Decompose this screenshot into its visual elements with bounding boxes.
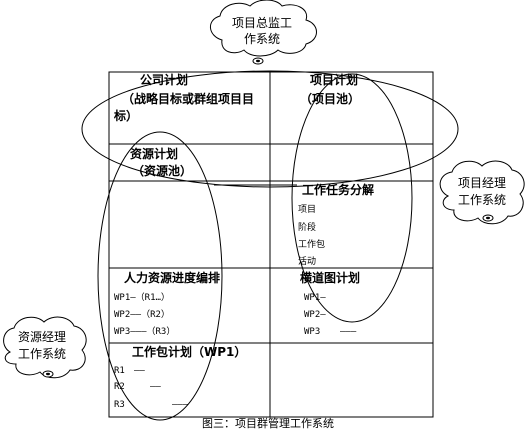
workpackage-row-bar: ——: [150, 382, 161, 392]
cell-company-plan: 公司计划 （战略目标或群组项目目 标）: [113, 72, 254, 123]
wbs-item: 活动: [298, 255, 316, 267]
wbs-item: 项目: [298, 204, 316, 215]
project-plan-title: 项目计划: [310, 72, 358, 87]
cell-gantt: 横道图计划 WP1— WP2— WP3 ———: [300, 270, 360, 337]
resource-plan-line2: （资源池）: [132, 163, 192, 178]
gantt-item: WP1—: [304, 293, 326, 303]
gantt-item: WP2—: [304, 310, 326, 320]
gantt-title: 横道图计划: [300, 270, 360, 285]
ellipse-left-vertical: [97, 131, 223, 421]
workpackage-row-label: R3: [114, 400, 125, 410]
cloud-pm-director: 项目总监工 作系统: [210, 0, 317, 65]
cell-resource-plan: 资源计划 （资源池）: [130, 146, 192, 178]
plan-grid: [108, 71, 434, 418]
cloud-shape: [210, 0, 317, 57]
hr-scheduling-item: WP3———（R3）: [114, 326, 175, 337]
cell-wbs: 工作任务分解 项目 阶段 工作包 活动: [298, 182, 374, 267]
cell-workpackage-plan: 工作包计划（WP1） R1 —— R2 —— R3 ———: [114, 344, 246, 410]
hr-scheduling-item: WP2——（R2）: [114, 309, 170, 320]
cell-hr-scheduling: 人力资源进度编排 WP1—（R1…） WP2——（R2） WP3———（R3）: [114, 270, 220, 337]
workpackage-row-bar: ——: [134, 366, 145, 376]
figure-caption: 图三：项目群管理工作系统: [202, 416, 334, 430]
wbs-title: 工作任务分解: [302, 182, 374, 197]
cloud-pm-director-line2: 作系统: [244, 32, 280, 46]
workpackage-row-label: R2: [114, 382, 125, 392]
project-plan-line2: （项目池）: [300, 91, 360, 106]
cloud-resource-manager: 资源经理 工作系统: [3, 316, 87, 379]
workpackage-plan-title: 工作包计划（WP1）: [132, 344, 246, 359]
cloud-project-manager: 项目经理 工作系统: [439, 160, 525, 225]
cloud-shape: [439, 160, 525, 225]
hr-scheduling-item: WP1—（R1…）: [114, 292, 170, 303]
cloud-shape: [3, 316, 87, 379]
gantt-wp3-bar: ———: [340, 327, 357, 337]
hr-scheduling-title: 人力资源进度编排: [124, 270, 220, 285]
company-plan-line2: （战略目标或群组项目目: [122, 91, 254, 106]
workpackage-row-bar: ———: [172, 400, 189, 410]
cloud-resource-manager-line1: 资源经理: [18, 330, 66, 344]
company-plan-line3: 标）: [113, 108, 138, 123]
cell-project-plan: 项目计划 （项目池）: [300, 72, 360, 106]
gantt-item: WP3: [304, 327, 320, 337]
wbs-item: 工作包: [298, 238, 325, 250]
cloud-pm-director-line1: 项目总监工: [232, 16, 292, 30]
resource-plan-title: 资源计划: [130, 146, 178, 161]
workpackage-row-label: R1: [114, 366, 125, 376]
cloud-project-manager-line2: 工作系统: [458, 193, 506, 207]
ellipse-right-vertical: [291, 73, 413, 323]
cloud-resource-manager-line2: 工作系统: [18, 347, 66, 361]
wbs-item: 阶段: [298, 221, 316, 233]
cloud-project-manager-line1: 项目经理: [458, 176, 506, 190]
ellipse-top-horizontal: [81, 70, 459, 188]
company-plan-title: 公司计划: [140, 72, 188, 87]
